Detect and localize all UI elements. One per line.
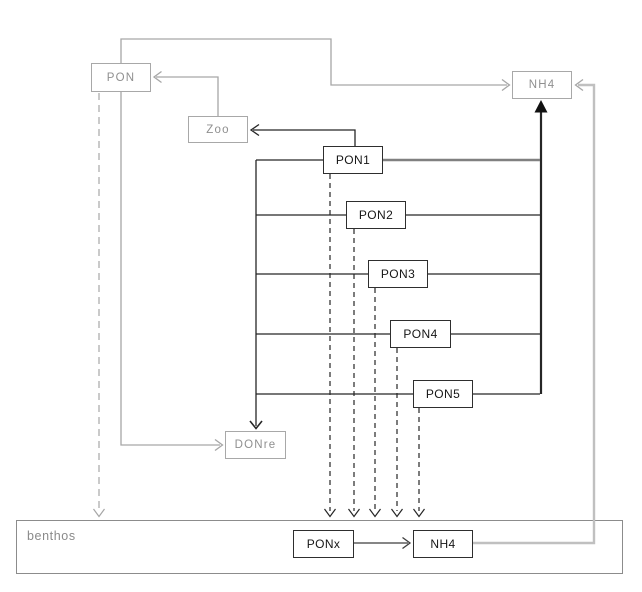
edge-zoo-to-pon <box>152 70 219 116</box>
node-zoo: Zoo <box>188 116 248 143</box>
node-donre-label: DONre <box>234 439 277 451</box>
edge-pon-to-benthos <box>93 93 105 518</box>
arrowhead-into-benthos-gray <box>93 508 105 518</box>
node-pon-label: PON <box>106 71 136 84</box>
node-nh4-benthic: NH4 <box>413 530 473 558</box>
node-ponx: PONx <box>293 530 354 558</box>
node-pon2: PON2 <box>346 201 406 229</box>
edge-nh4benthos-to-nh4 <box>473 78 596 545</box>
node-pon4-label: PON4 <box>403 327 438 341</box>
edges-pon-sinking-to-benthos <box>329 174 420 511</box>
arrowhead-into-pon <box>152 70 162 84</box>
node-pon3-label: PON3 <box>380 267 416 281</box>
node-nh4-pelagic-label: NH4 <box>528 79 556 91</box>
node-pon1: PON1 <box>323 146 383 174</box>
node-ponx-label: PONx <box>306 537 341 551</box>
edge-pon-to-donre <box>120 92 224 452</box>
arrowhead-into-nh4benthos <box>402 536 412 550</box>
node-pon: PON <box>91 63 151 92</box>
edge-ponladder-to-donre <box>249 159 413 430</box>
node-pon3: PON3 <box>368 260 428 288</box>
arrowhead-into-donre-left <box>214 438 224 452</box>
arrowhead-into-nh4-right <box>574 78 584 92</box>
node-pon1-label: PON1 <box>335 153 371 167</box>
node-donre: DONre <box>225 431 286 459</box>
node-nh4-pelagic: NH4 <box>512 71 572 99</box>
node-pon5: PON5 <box>413 380 473 408</box>
arrowhead-into-donre-top <box>249 420 263 430</box>
node-nh4-benthic-label: NH4 <box>430 537 456 551</box>
node-pon2-label: PON2 <box>358 208 394 222</box>
arrowhead-into-zoo <box>249 123 260 137</box>
edge-pon1-to-zoo <box>249 123 356 146</box>
arrowhead-into-nh4-bottom <box>534 100 548 113</box>
edge-ponladder-to-nh4 <box>383 100 548 395</box>
node-zoo-label: Zoo <box>206 123 230 136</box>
node-benthos: benthos <box>16 520 623 574</box>
edge-pon-to-nh4 <box>120 38 511 92</box>
node-benthos-label: benthos <box>27 529 76 543</box>
edge-ponx-to-nh4benthos <box>354 536 412 550</box>
arrowhead-into-nh4-left <box>501 78 511 92</box>
node-pon4: PON4 <box>390 320 451 348</box>
arrowheads-into-benthos <box>324 508 425 518</box>
node-pon5-label: PON5 <box>425 387 461 401</box>
